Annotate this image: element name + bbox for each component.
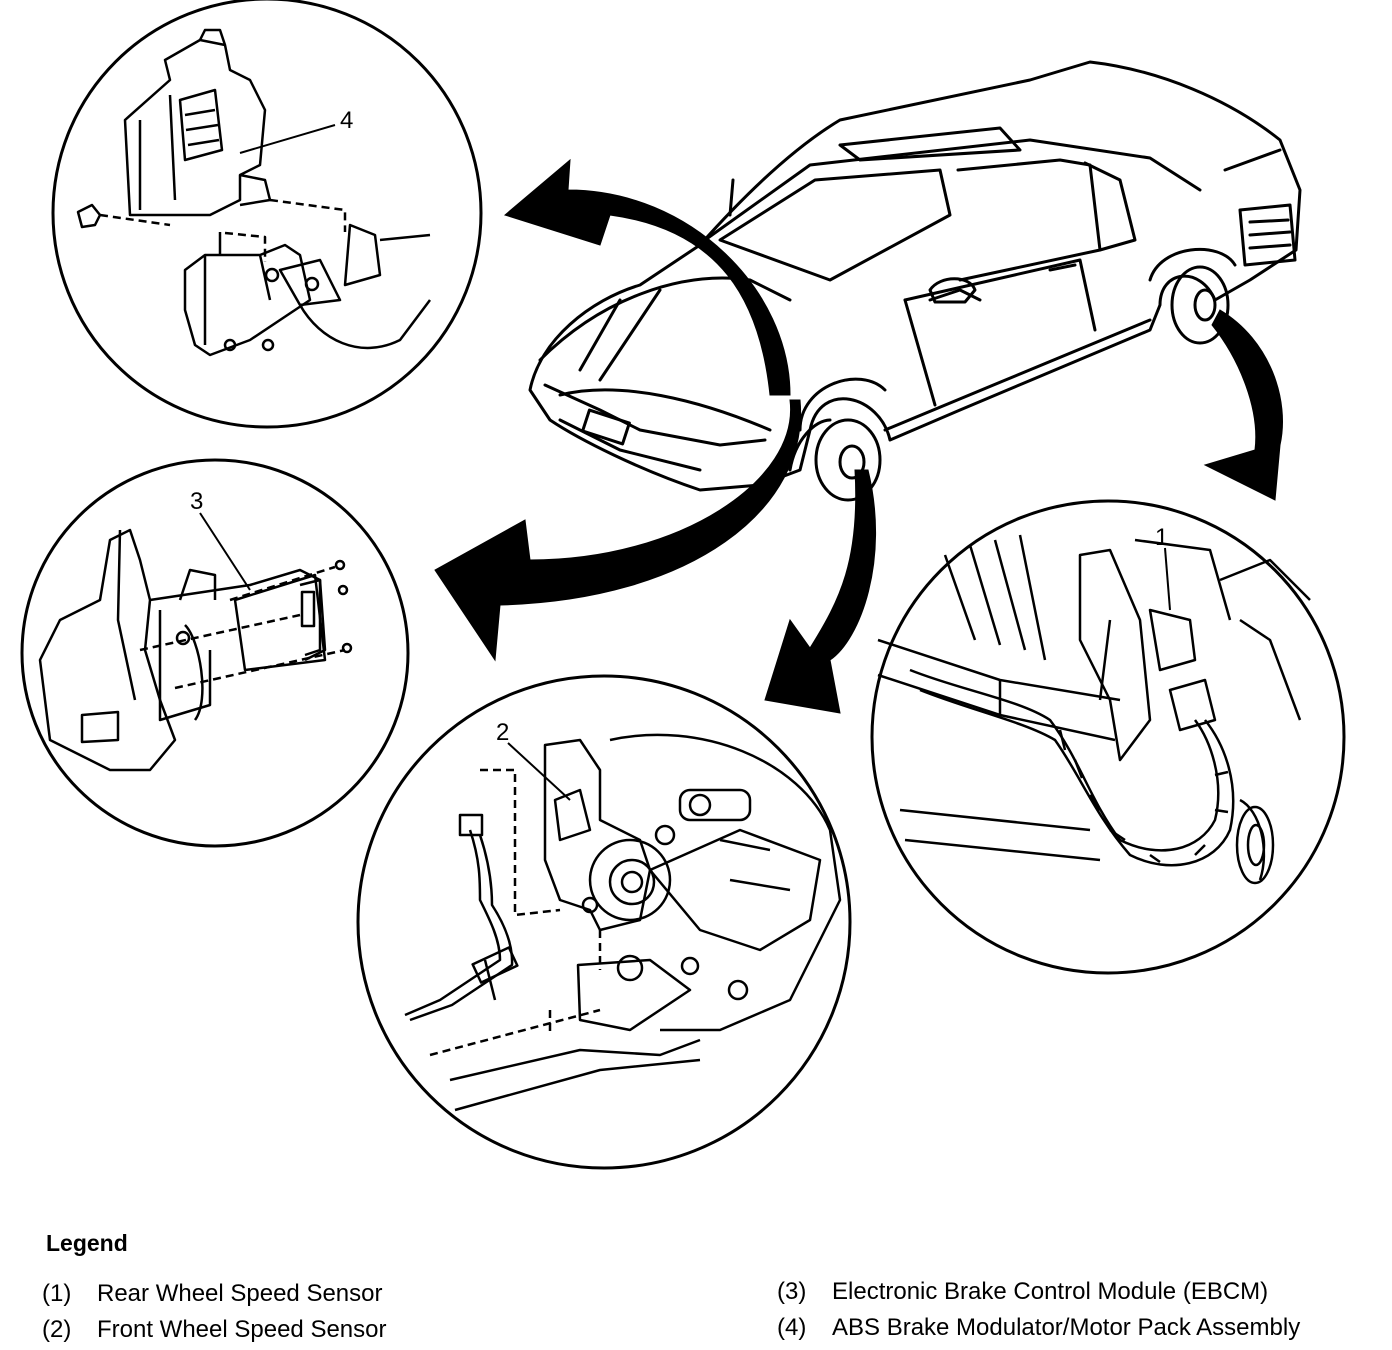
rear-sensor-detail-view — [870, 499, 1346, 975]
legend: Legend (1) Rear Wheel Speed Sensor (2) Fro… — [0, 1222, 1392, 1350]
callout-1: 1 — [1155, 524, 1168, 551]
legend-title: Legend — [46, 1230, 128, 1256]
legend-label: ABS Brake Modulator/Motor Pack Assembly — [832, 1314, 1301, 1341]
callout-4: 4 — [340, 107, 353, 134]
legend-item-abs-modulator: (4) ABS Brake Modulator/Motor Pack Assemb… — [777, 1314, 1300, 1342]
pointer-arrows — [434, 158, 1283, 714]
arrow-to-rear-sensor — [1203, 309, 1283, 501]
front-sensor-detail-view — [356, 674, 852, 1170]
arrow-to-modulator — [503, 158, 791, 396]
arrow-to-front-sensor — [764, 469, 876, 714]
legend-number: (2) — [42, 1316, 72, 1343]
car-illustration — [528, 60, 1302, 502]
abs-component-locator-diagram: 1 2 3 4 — [20, 0, 1346, 1170]
callout-2: 2 — [496, 719, 509, 746]
ebcm-detail-view — [20, 458, 410, 848]
legend-label: Rear Wheel Speed Sensor — [97, 1280, 383, 1307]
legend-label: Front Wheel Speed Sensor — [97, 1316, 387, 1343]
legend-number: (3) — [777, 1278, 807, 1305]
legend-number: (1) — [42, 1280, 72, 1307]
arrow-to-ebcm — [434, 399, 802, 662]
legend-label: Electronic Brake Control Module (EBCM) — [832, 1278, 1269, 1305]
modulator-detail-view — [51, 0, 483, 429]
legend-item-rear-wheel-speed-sensor: (1) Rear Wheel Speed Sensor — [42, 1280, 383, 1308]
legend-item-front-wheel-speed-sensor: (2) Front Wheel Speed Sensor — [42, 1316, 387, 1344]
callout-3: 3 — [190, 488, 203, 515]
legend-item-ebcm: (3) Electronic Brake Control Module (EBCM… — [777, 1278, 1268, 1306]
legend-number: (4) — [777, 1314, 807, 1341]
